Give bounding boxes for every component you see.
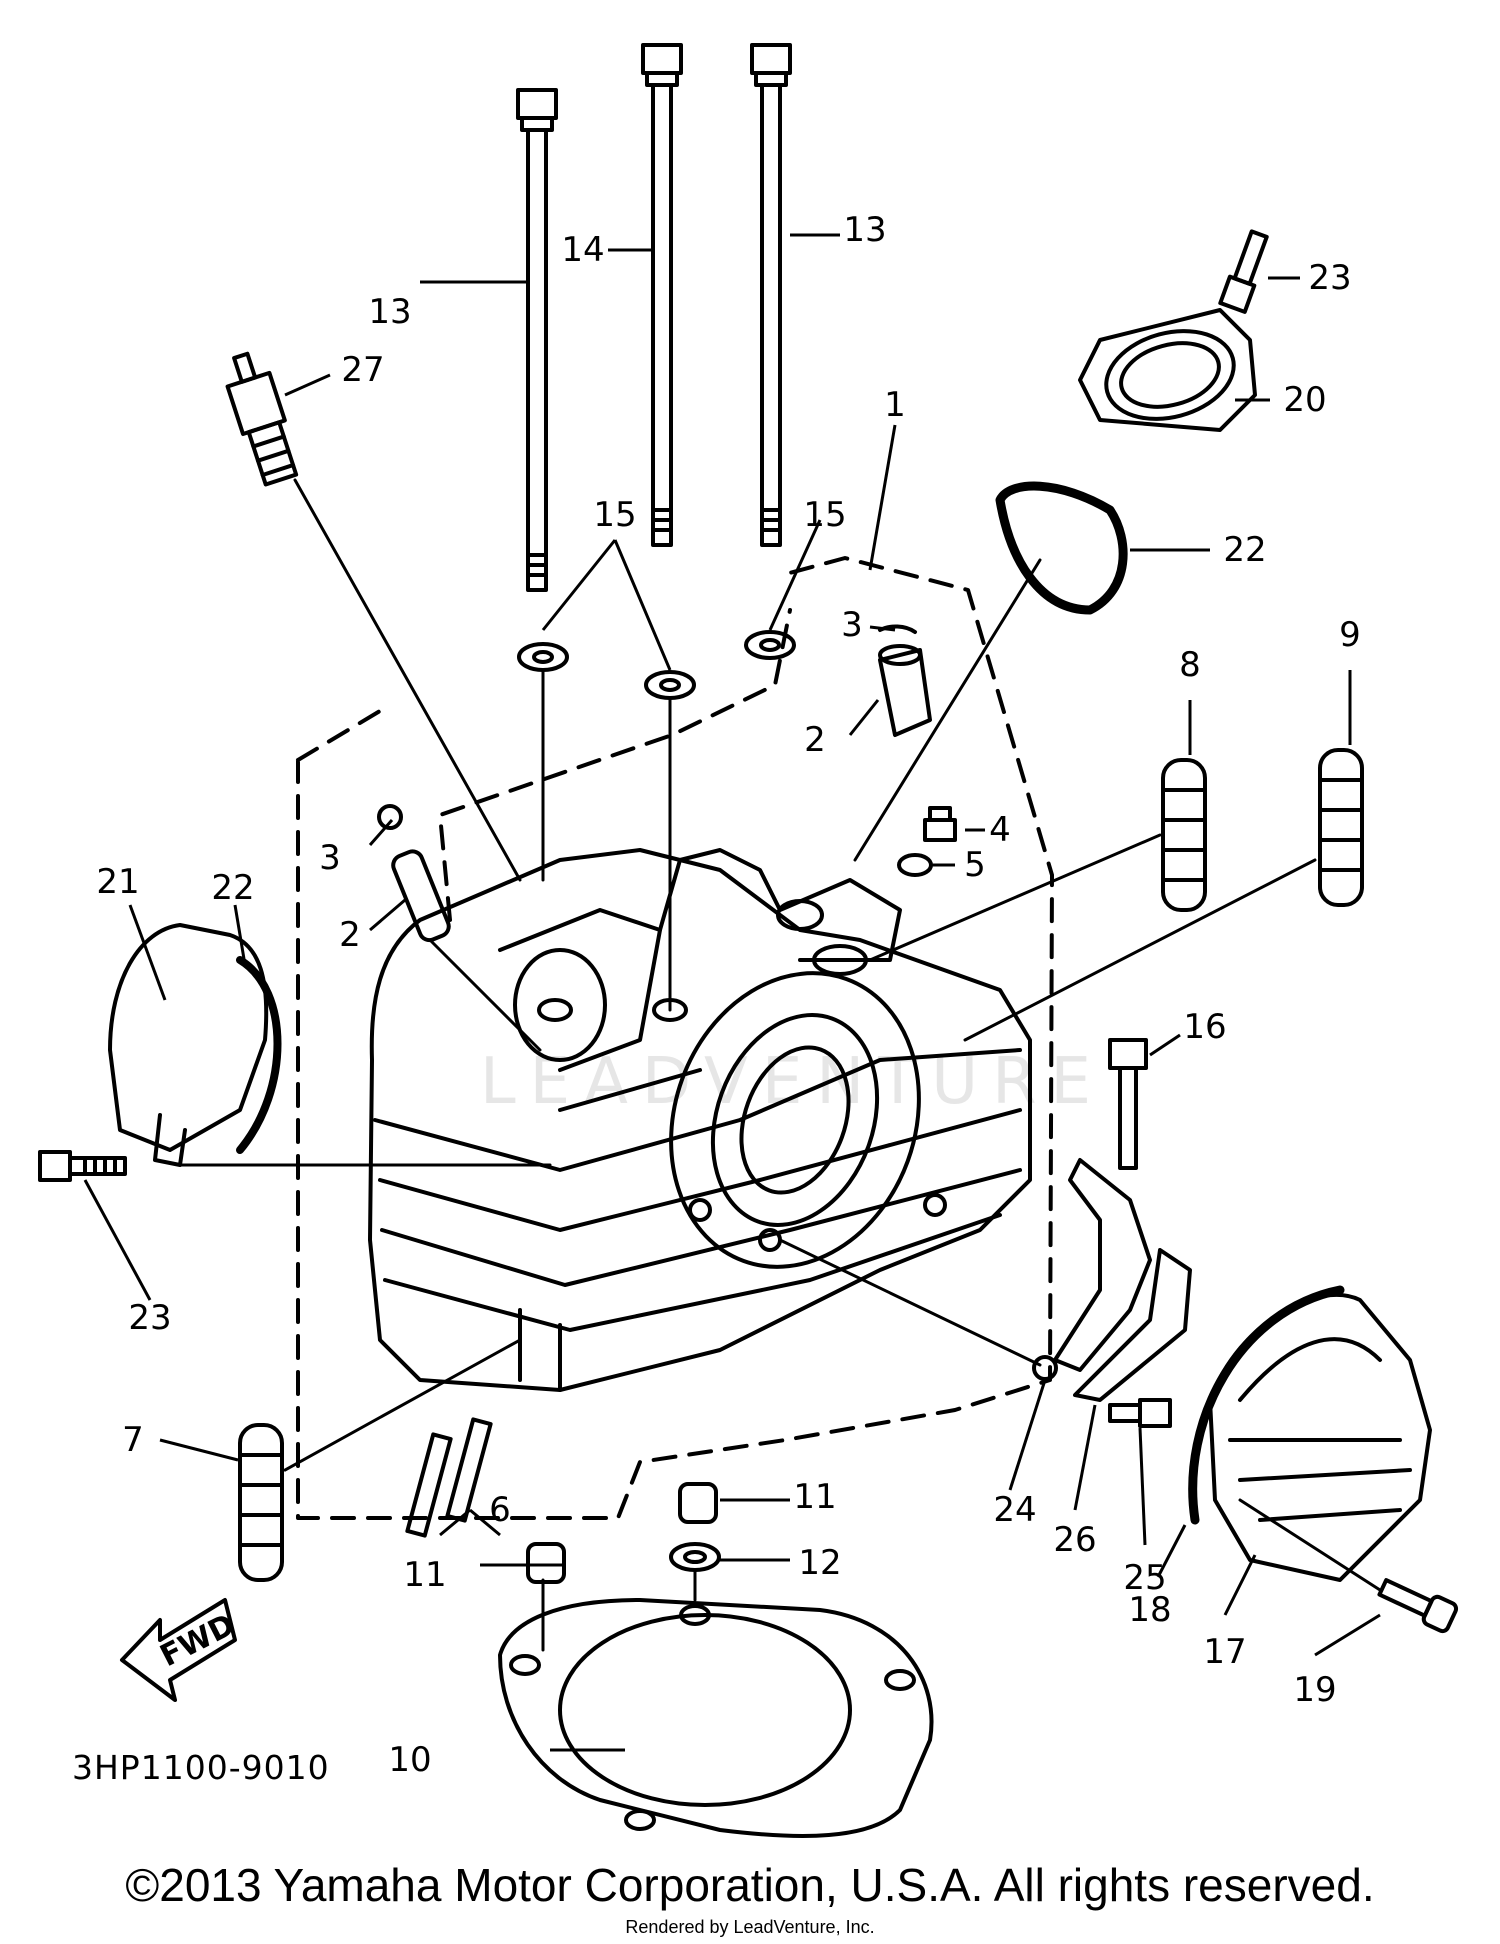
callout-8: 8 (1179, 645, 1201, 685)
callout-23: 23 (128, 1298, 172, 1338)
bolt-23-top (1218, 229, 1269, 314)
callout-27: 27 (341, 350, 385, 390)
fwd-arrow (120, 1598, 237, 1702)
callout-19: 19 (1293, 1670, 1337, 1710)
callout-6: 6 (489, 1490, 511, 1530)
callout-16: 16 (1183, 1007, 1227, 1047)
stud-6a (405, 1432, 453, 1538)
callout-3: 3 (841, 605, 863, 645)
callout-18: 18 (1128, 1590, 1172, 1630)
callout-26: 26 (1053, 1520, 1097, 1560)
head-bolt-center (641, 43, 683, 547)
o-ring-18 (1188, 1285, 1345, 1525)
watermark-text: LEADVENTURE (480, 1045, 1105, 1119)
bolt-25 (1108, 1398, 1172, 1428)
washer-15-right (744, 630, 796, 660)
bolt-19 (1377, 1578, 1459, 1634)
callout-20: 20 (1283, 380, 1327, 420)
o-ring-12 (669, 1542, 721, 1572)
guide-stopper-24 (1073, 1248, 1192, 1402)
callout-22: 22 (211, 868, 255, 908)
callout-1: 1 (884, 385, 906, 425)
bolt-23-left (38, 1150, 127, 1182)
stud-6b (445, 1417, 493, 1523)
valve-spring-8 (1161, 758, 1207, 912)
callout-10: 10 (388, 1740, 432, 1780)
callout-21: 21 (96, 862, 140, 902)
dowel-11-right (678, 1482, 718, 1524)
spark-plug (225, 351, 299, 487)
callout-12: 12 (798, 1543, 842, 1583)
assembly-outline-inner (438, 608, 792, 922)
copyright-notice: ©2013 Yamaha Motor Corporation, U.S.A. A… (125, 1859, 1375, 1911)
callout-7: 7 (122, 1420, 144, 1460)
head-bolt-right (750, 43, 792, 547)
diagram-code: 3HP1100-9010 (72, 1748, 330, 1787)
assembly-outline (296, 556, 1054, 1520)
guide-plate-26 (1053, 1158, 1152, 1372)
tappet-cover-left (108, 923, 282, 1167)
callout-2: 2 (804, 720, 826, 760)
callout-23: 23 (1308, 258, 1352, 298)
valve-spring-7 (238, 1423, 284, 1582)
callout-15: 15 (593, 495, 637, 535)
rendered-by-credit: Rendered by LeadVenture, Inc. (625, 1917, 875, 1937)
bolt-4 (923, 806, 957, 842)
callout-5: 5 (964, 845, 986, 885)
washer-15-left (517, 642, 569, 672)
callout-15: 15 (803, 495, 847, 535)
callout-25: 25 (1123, 1558, 1167, 1598)
callout-4: 4 (989, 810, 1011, 850)
callout-22: 22 (1223, 530, 1267, 570)
callout-2: 2 (339, 915, 361, 955)
callout-11: 11 (403, 1555, 447, 1595)
callout-9: 9 (1339, 615, 1361, 655)
valve-guide-upper (878, 644, 932, 737)
washer-15-center (644, 670, 696, 700)
callout-13: 13 (368, 292, 412, 332)
breather-cover (1078, 308, 1257, 432)
o-ring-22-top (995, 481, 1128, 615)
callout-17: 17 (1203, 1632, 1247, 1672)
washer-5 (897, 853, 933, 877)
bolt-16 (1108, 1038, 1148, 1170)
valve-guide-lower (391, 849, 451, 943)
callout-14: 14 (561, 230, 605, 270)
leader-lines (83, 233, 1381, 1752)
callout-11: 11 (793, 1477, 837, 1517)
cylinder-head-body (368, 848, 1032, 1392)
callout-24: 24 (993, 1490, 1037, 1530)
head-bolt-left (516, 88, 558, 592)
cylinder-head-gasket (498, 1598, 934, 1838)
callout-13: 13 (843, 210, 887, 250)
callout-3: 3 (319, 838, 341, 878)
dowel-11-left (526, 1542, 566, 1584)
side-cover-17 (1208, 1293, 1432, 1582)
valve-spring-9 (1318, 748, 1364, 907)
